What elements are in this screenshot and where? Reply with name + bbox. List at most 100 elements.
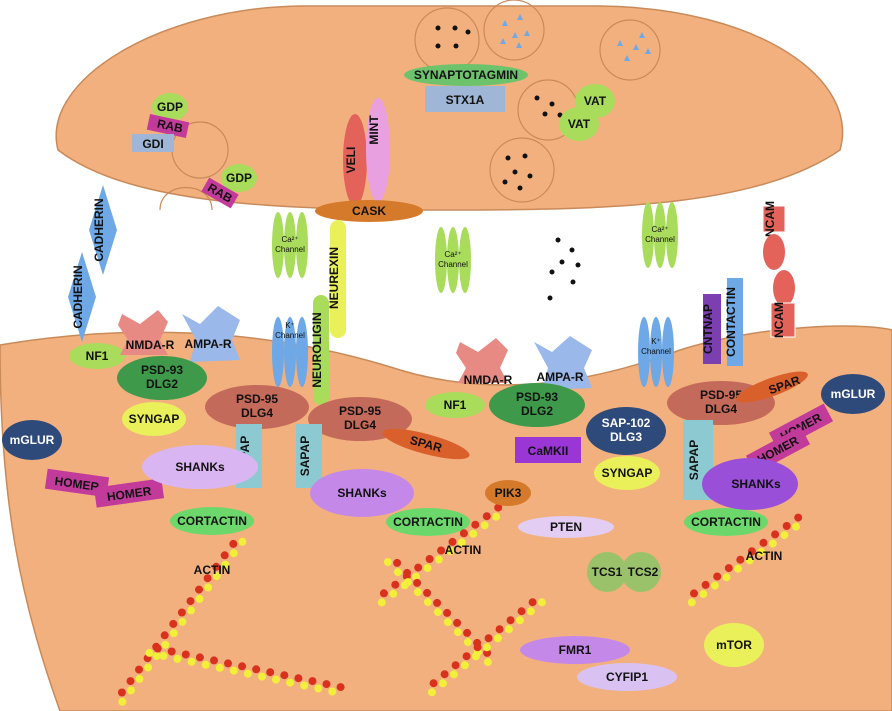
gdp-1-label: GDP xyxy=(157,100,183,114)
ca-channel-2: Ca²⁺ Channel xyxy=(435,227,471,293)
actin-filament xyxy=(377,503,503,607)
svg-text:Ca²⁺: Ca²⁺ xyxy=(651,225,668,234)
vat-1-label: VAT xyxy=(584,94,607,108)
rab-1 xyxy=(146,114,190,138)
neuroligin-label: NEUROLIGIN xyxy=(310,312,324,387)
homer-left-1-label: HOMER xyxy=(54,474,101,494)
ncam-top-label: NCAM xyxy=(763,201,777,237)
vesicle xyxy=(483,0,545,61)
svg-text:K⁺: K⁺ xyxy=(651,337,661,346)
shanks-3-label: SHANKs xyxy=(731,477,781,491)
svg-text:Channel: Channel xyxy=(275,331,305,340)
svg-text:Ca²⁺: Ca²⁺ xyxy=(444,250,461,259)
psd95-a xyxy=(205,385,309,429)
gdp-2 xyxy=(221,164,257,192)
homer-left-1 xyxy=(44,468,110,498)
syngap-left xyxy=(122,402,186,436)
cortactin-3-label: CORTACTIN xyxy=(691,515,761,529)
svg-text:Channel: Channel xyxy=(645,235,675,244)
ncam-bottom-label: NCAM xyxy=(772,302,786,338)
nf1-left-label: NF1 xyxy=(86,349,109,363)
vesicle xyxy=(489,137,555,203)
vat-2-label: VAT xyxy=(568,117,591,131)
gdp-1 xyxy=(152,93,188,121)
rab-1-label: RAB xyxy=(156,116,185,135)
neuroligin xyxy=(313,295,329,405)
ampa-receptor-left xyxy=(182,306,240,362)
actin-filament xyxy=(687,513,803,607)
cadherin-top-label: CADHERIN xyxy=(92,198,106,261)
shanks-1 xyxy=(142,445,258,489)
tcs2-label: TCS2 xyxy=(628,565,659,579)
svg-text:K⁺: K⁺ xyxy=(285,321,295,330)
tcs2 xyxy=(621,552,661,592)
cask xyxy=(315,200,423,222)
cortactin-1 xyxy=(170,507,254,535)
svg-text:Channel: Channel xyxy=(275,245,305,254)
vesicle-dots xyxy=(435,25,471,49)
mglur-left xyxy=(2,420,62,460)
mtor xyxy=(704,623,764,667)
pik3-label: PIK3 xyxy=(495,486,522,500)
nmda-mid-label: NMDA-R xyxy=(464,373,513,387)
ncam-link-1 xyxy=(763,234,785,270)
contactin-membrane-label: CONTACTIN xyxy=(724,287,738,357)
sapap-2 xyxy=(296,424,322,488)
psd93-mid xyxy=(489,383,585,427)
vesicle xyxy=(599,19,661,81)
pik3 xyxy=(485,480,531,506)
vat-2 xyxy=(559,107,599,141)
camkii xyxy=(515,437,581,463)
actin-filament xyxy=(117,537,247,706)
nf1-mid xyxy=(425,392,485,418)
vesicle-triangles xyxy=(617,32,651,61)
mint xyxy=(366,98,390,202)
k-channel-2: K⁺ Channel xyxy=(638,317,674,387)
neurexin-label: NEUREXIN xyxy=(327,247,341,309)
calcium-ions xyxy=(547,237,581,301)
tcs1 xyxy=(587,552,627,592)
actin-filaments xyxy=(117,503,803,706)
cadherin-top xyxy=(89,185,117,275)
homer-left-2 xyxy=(93,478,165,508)
cntnap-label: CNTNAP xyxy=(701,304,715,354)
fusing-vesicle xyxy=(159,187,213,211)
shanks-3 xyxy=(702,458,798,510)
shanks-2-label: SHANKs xyxy=(337,486,387,500)
psd93-left xyxy=(117,356,207,400)
camkii-label: CaMKII xyxy=(528,444,569,458)
mglur-right xyxy=(821,374,885,414)
nmda-left-label: NMDA-R xyxy=(126,338,175,352)
cadherin-bottom xyxy=(68,252,96,342)
neurexin xyxy=(330,220,346,338)
synaptotagmin-label: SYNAPTOTAGMIN xyxy=(414,68,518,82)
gdi xyxy=(132,134,174,152)
actin-3-label: ACTIN xyxy=(746,549,783,563)
ncam-bottom xyxy=(770,302,796,338)
actin-filament xyxy=(383,558,492,667)
actin-2-label: ACTIN xyxy=(445,543,482,557)
ca-channel-1: Ca²⁺ Channel xyxy=(272,212,308,278)
fmr1-label: FMR1 xyxy=(559,643,592,657)
syngap-left-label: SYNGAP xyxy=(129,412,180,426)
cortactin-3 xyxy=(684,508,768,536)
actin-filament xyxy=(427,598,546,697)
ca-channel-3: Ca²⁺ Channel xyxy=(642,202,678,268)
cntnap xyxy=(703,294,721,364)
ampa-receptor-mid xyxy=(534,336,592,390)
syngap-right-label: SYNGAP xyxy=(602,466,653,480)
fmr1 xyxy=(520,636,630,664)
vesicle-triangles xyxy=(500,14,530,48)
stx1a-label: STX1A xyxy=(446,93,485,107)
cortactin-1-label: CORTACTIN xyxy=(177,514,247,528)
cortactin-2-label: CORTACTIN xyxy=(393,515,463,529)
sapap-2-label: SAPAP xyxy=(298,436,312,476)
mglur-right-label: mGLUR xyxy=(831,387,876,401)
sapap-3-label: SAPAP xyxy=(687,440,701,480)
svg-text:Channel: Channel xyxy=(438,260,468,269)
